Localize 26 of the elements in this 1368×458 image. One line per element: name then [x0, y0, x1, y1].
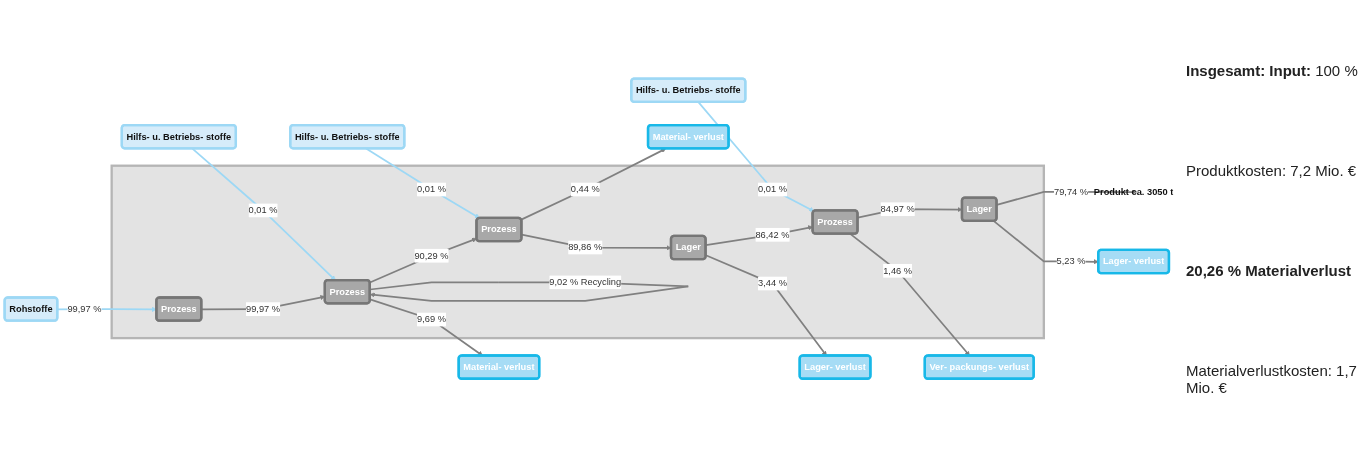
edge-label: 90,29 %: [414, 250, 449, 261]
edge-label: 99,97 %: [67, 304, 102, 315]
edge-label: 89,86 %: [568, 242, 603, 253]
arrow: [369, 238, 477, 284]
arrow: [520, 148, 667, 221]
edge-label: 0,01 %: [417, 184, 446, 195]
cluster: [110, 164, 1045, 340]
node-text: Produkt ca. 3050 t: [1093, 186, 1174, 197]
arrow: [365, 148, 480, 219]
edge-label: 84,97 %: [880, 204, 915, 215]
note-text: 20,26 % Materialverlust: [1186, 262, 1353, 280]
edge-label: 9,02 % Recycling: [549, 277, 622, 288]
arrow: [191, 148, 336, 281]
note-text: Produktkosten: 7,2 Mio. €: [1186, 161, 1358, 179]
edge-label: 5,23 %: [1056, 256, 1086, 267]
note-text: Insgesamt: Input: 100 %: [1186, 61, 1359, 79]
edge-label: 99,97 %: [246, 304, 281, 315]
edge-label: 79,74 %: [1054, 186, 1089, 197]
edge-label: 0,01 %: [248, 205, 278, 216]
edge-label: 0,44 %: [570, 184, 600, 195]
edge-label: 0,01 %: [758, 184, 787, 195]
edge-label: 1,46 %: [883, 265, 913, 276]
note-text: Materialverlustkosten: 1,7 Mio. €: [1186, 362, 1358, 397]
edge-label: 9,69 %: [417, 314, 446, 325]
edge-label: 86,42 %: [755, 229, 790, 240]
edge-label: 3,44 %: [758, 278, 787, 289]
